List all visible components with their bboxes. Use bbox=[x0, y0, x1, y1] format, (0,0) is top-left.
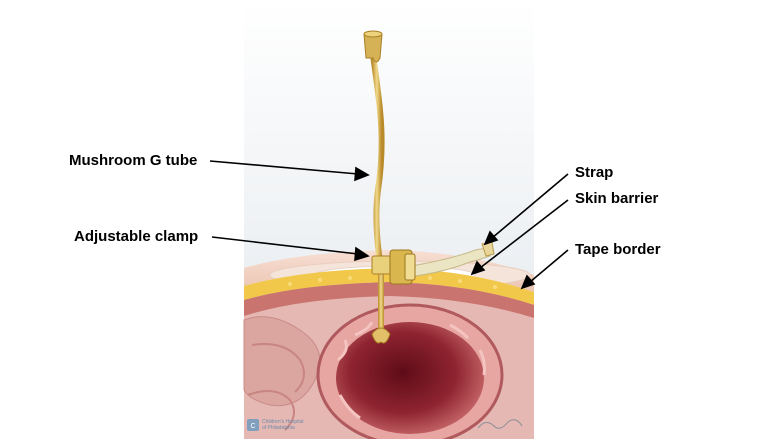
stomach-interior bbox=[336, 322, 484, 434]
svg-text:C: C bbox=[250, 423, 255, 430]
g-tube-internal bbox=[378, 262, 384, 334]
g-tube-port bbox=[363, 33, 383, 63]
hospital-logo-text: Children's Hospital of Philadelphia bbox=[262, 419, 304, 431]
arrowhead-tape-border bbox=[520, 274, 536, 290]
leader-clamp bbox=[211, 236, 359, 255]
fat-layer bbox=[244, 268, 534, 305]
label-tape-border: Tape border bbox=[575, 241, 661, 258]
label-adjustable-clamp: Adjustable clamp bbox=[74, 228, 199, 245]
mushroom-tip bbox=[371, 327, 391, 344]
leader-lines bbox=[209, 160, 569, 290]
arrowhead-mushroom bbox=[354, 166, 370, 182]
hospital-logo-icon: C bbox=[247, 419, 259, 431]
arrowhead-skin-barrier bbox=[470, 260, 486, 276]
leader-skin-barrier bbox=[479, 199, 569, 269]
fat-texture bbox=[288, 276, 497, 289]
abdominal-wall bbox=[244, 282, 534, 318]
g-tube-port-opening bbox=[363, 30, 383, 38]
intestine-fold-2 bbox=[247, 390, 295, 431]
leader-strap bbox=[491, 173, 569, 239]
label-mushroom-g-tube: Mushroom G tube bbox=[69, 152, 198, 169]
leader-mushroom bbox=[209, 160, 359, 175]
label-skin-barrier: Skin barrier bbox=[575, 190, 659, 207]
artist-signature bbox=[477, 419, 523, 429]
intestine-fold bbox=[251, 343, 305, 393]
g-tube-shaft bbox=[369, 45, 385, 265]
strap bbox=[397, 248, 491, 279]
arrowhead-clamp bbox=[354, 246, 370, 262]
stomach-rugae bbox=[337, 321, 486, 420]
label-strap: Strap bbox=[575, 164, 614, 181]
arrowhead-strap bbox=[483, 230, 499, 246]
clamp-latch bbox=[404, 253, 416, 281]
leader-tape-border bbox=[529, 249, 569, 283]
